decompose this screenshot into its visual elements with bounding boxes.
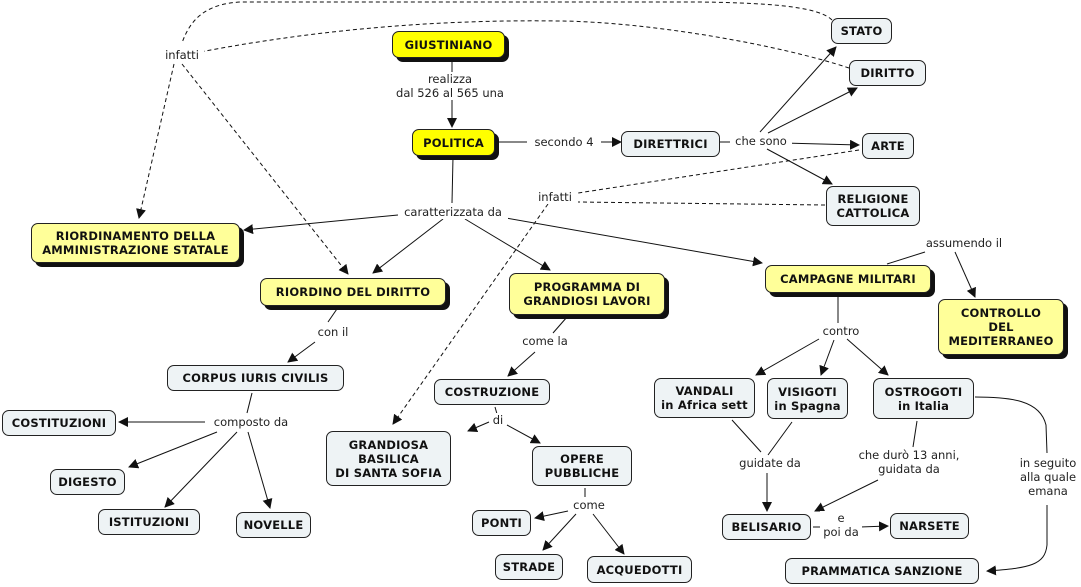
edge-conil-corpus [287, 341, 316, 363]
edge-programma-comela [552, 316, 568, 334]
edge-composto-novelle [247, 431, 273, 509]
label-come-la: come la [517, 334, 573, 348]
edge-riordino-conil [327, 305, 340, 323]
node-diritto[interactable]: DIRITTO [849, 60, 926, 86]
edge-religione-infatti [577, 201, 826, 206]
edge-comela-costruzione [507, 351, 536, 377]
edge-stato-infatti [181, 1, 833, 44]
edge-come-strade [542, 513, 577, 551]
label-assumendo: assumendo il [920, 236, 1008, 250]
edge-composto-istituzioni [164, 431, 238, 508]
edge-politica-caratterizzata [451, 156, 454, 204]
edge-infatti-riordinamento [136, 63, 175, 219]
label-secondo: secondo 4 [527, 135, 601, 149]
edge-contro-vandali [755, 338, 820, 376]
label-infatti-left: infatti [160, 48, 204, 62]
label-come: come [569, 498, 609, 512]
edge-epoi-narsete [859, 521, 889, 532]
node-visigoti[interactable]: VISIGOTI in Spagna [767, 378, 848, 419]
node-corpus-iuris[interactable]: CORPUS IURIS CIVILIS [167, 365, 344, 391]
label-e-poi-da: e poi da [820, 511, 862, 539]
edge-composto-digesto [128, 431, 218, 469]
label-caratterizzata: caratterizzata da [398, 205, 508, 219]
label-di: di [490, 413, 506, 427]
edge-costruzione-di [494, 406, 498, 415]
edge-come-acquedotti [592, 513, 625, 555]
node-arte[interactable]: ARTE [862, 133, 914, 159]
node-costituzioni[interactable]: COSTITUZIONI [2, 410, 116, 436]
edge-chesono-arte [782, 139, 860, 150]
node-politica[interactable]: POLITICA [412, 129, 495, 156]
label-con-il: con il [309, 325, 357, 339]
node-ostrogoti[interactable]: OSTROGOTI in Italia [873, 378, 974, 419]
edge-come-ponti [534, 510, 569, 522]
edge-di-opere [506, 424, 541, 444]
edge-caratterizzata-riordinamento [243, 214, 399, 235]
node-costruzione[interactable]: COSTRUZIONE [434, 379, 550, 405]
edge-campagne-assumendo [886, 251, 926, 265]
node-campagne-militari[interactable]: CAMPAGNE MILITARI [765, 265, 931, 293]
edge-infatti-riordino [181, 63, 349, 275]
node-opere-pubbliche[interactable]: OPERE PUBBLICHE [532, 446, 632, 486]
edge-corpus-composto [246, 392, 253, 414]
node-basilica-santa-sofia[interactable]: GRANDIOSA BASILICA DI SANTA SOFIA [326, 431, 451, 486]
edge-cheduro-belisario [814, 479, 879, 512]
edge-assumendo-controllo [954, 251, 976, 298]
edge-contro-ostrogoti [846, 338, 889, 376]
node-strade[interactable]: STRADE [495, 554, 563, 580]
node-giustiniano[interactable]: GIUSTINIANO [392, 31, 505, 58]
label-che-duro: che durò 13 anni, guidata da [848, 448, 970, 476]
edge-visigoti-guidate [767, 421, 793, 456]
edge-ostrogoti-cheduro [912, 420, 918, 448]
node-religione-cattolica[interactable]: RELIGIONE CATTOLICA [826, 186, 920, 226]
label-in-seguito: in seguito alla quale emana [1014, 456, 1081, 498]
edge-chesono-religione [766, 148, 833, 185]
node-direttrici[interactable]: DIRETTRICI [621, 131, 720, 157]
label-che-sono: che sono [730, 134, 792, 148]
edge-chesono-diritto [767, 87, 858, 134]
edge-contro-visigoti [819, 339, 835, 376]
edge-caratterizzata-programma [464, 218, 551, 271]
edge-diritto-infatti [199, 20, 850, 69]
node-controllo-mediterraneo[interactable]: CONTROLLO DEL MEDITERRANEO [938, 299, 1064, 355]
edge-caratterizzata-campagne [505, 217, 763, 267]
edge-vandali-guidate [731, 419, 762, 453]
label-guidate-da: guidate da [731, 456, 809, 470]
node-riordino-diritto[interactable]: RIORDINO DEL DIRITTO [260, 278, 446, 306]
label-infatti-mid: infatti [533, 190, 577, 204]
label-realizza: realizza dal 526 al 565 una [389, 72, 511, 100]
node-programma[interactable]: PROGRAMMA DI GRANDIOSI LAVORI [509, 273, 665, 315]
node-stato[interactable]: STATO [831, 18, 892, 44]
node-belisario[interactable]: BELISARIO [722, 514, 811, 540]
edge-chesono-stato [759, 46, 837, 133]
node-riordinamento[interactable]: RIORDINAMENTO DELLA AMMINISTRAZIONE STAT… [31, 223, 240, 263]
node-prammatica-sanzione[interactable]: PRAMMATICA SANZIONE [785, 558, 979, 584]
edge-ostrogoti-inseguito [974, 396, 1048, 454]
node-ponti[interactable]: PONTI [472, 510, 531, 536]
node-novelle[interactable]: NOVELLE [236, 512, 311, 538]
node-acquedotti[interactable]: ACQUEDOTTI [587, 556, 692, 583]
node-digesto[interactable]: DIGESTO [50, 469, 125, 495]
edge-di-basilica [467, 421, 490, 433]
node-narsete[interactable]: NARSETE [890, 513, 969, 539]
node-vandali[interactable]: VANDALI in Africa sett [654, 378, 755, 418]
label-contro: contro [818, 324, 864, 338]
label-composto-da: composto da [205, 415, 297, 429]
node-istituzioni[interactable]: ISTITUZIONI [98, 509, 200, 535]
edge-arte-infatti [577, 149, 860, 194]
edge-infatti-basilica [392, 203, 549, 425]
edge-inseguito-prammatica [986, 505, 1048, 576]
edge-caratterizzata-riordino [372, 218, 444, 274]
